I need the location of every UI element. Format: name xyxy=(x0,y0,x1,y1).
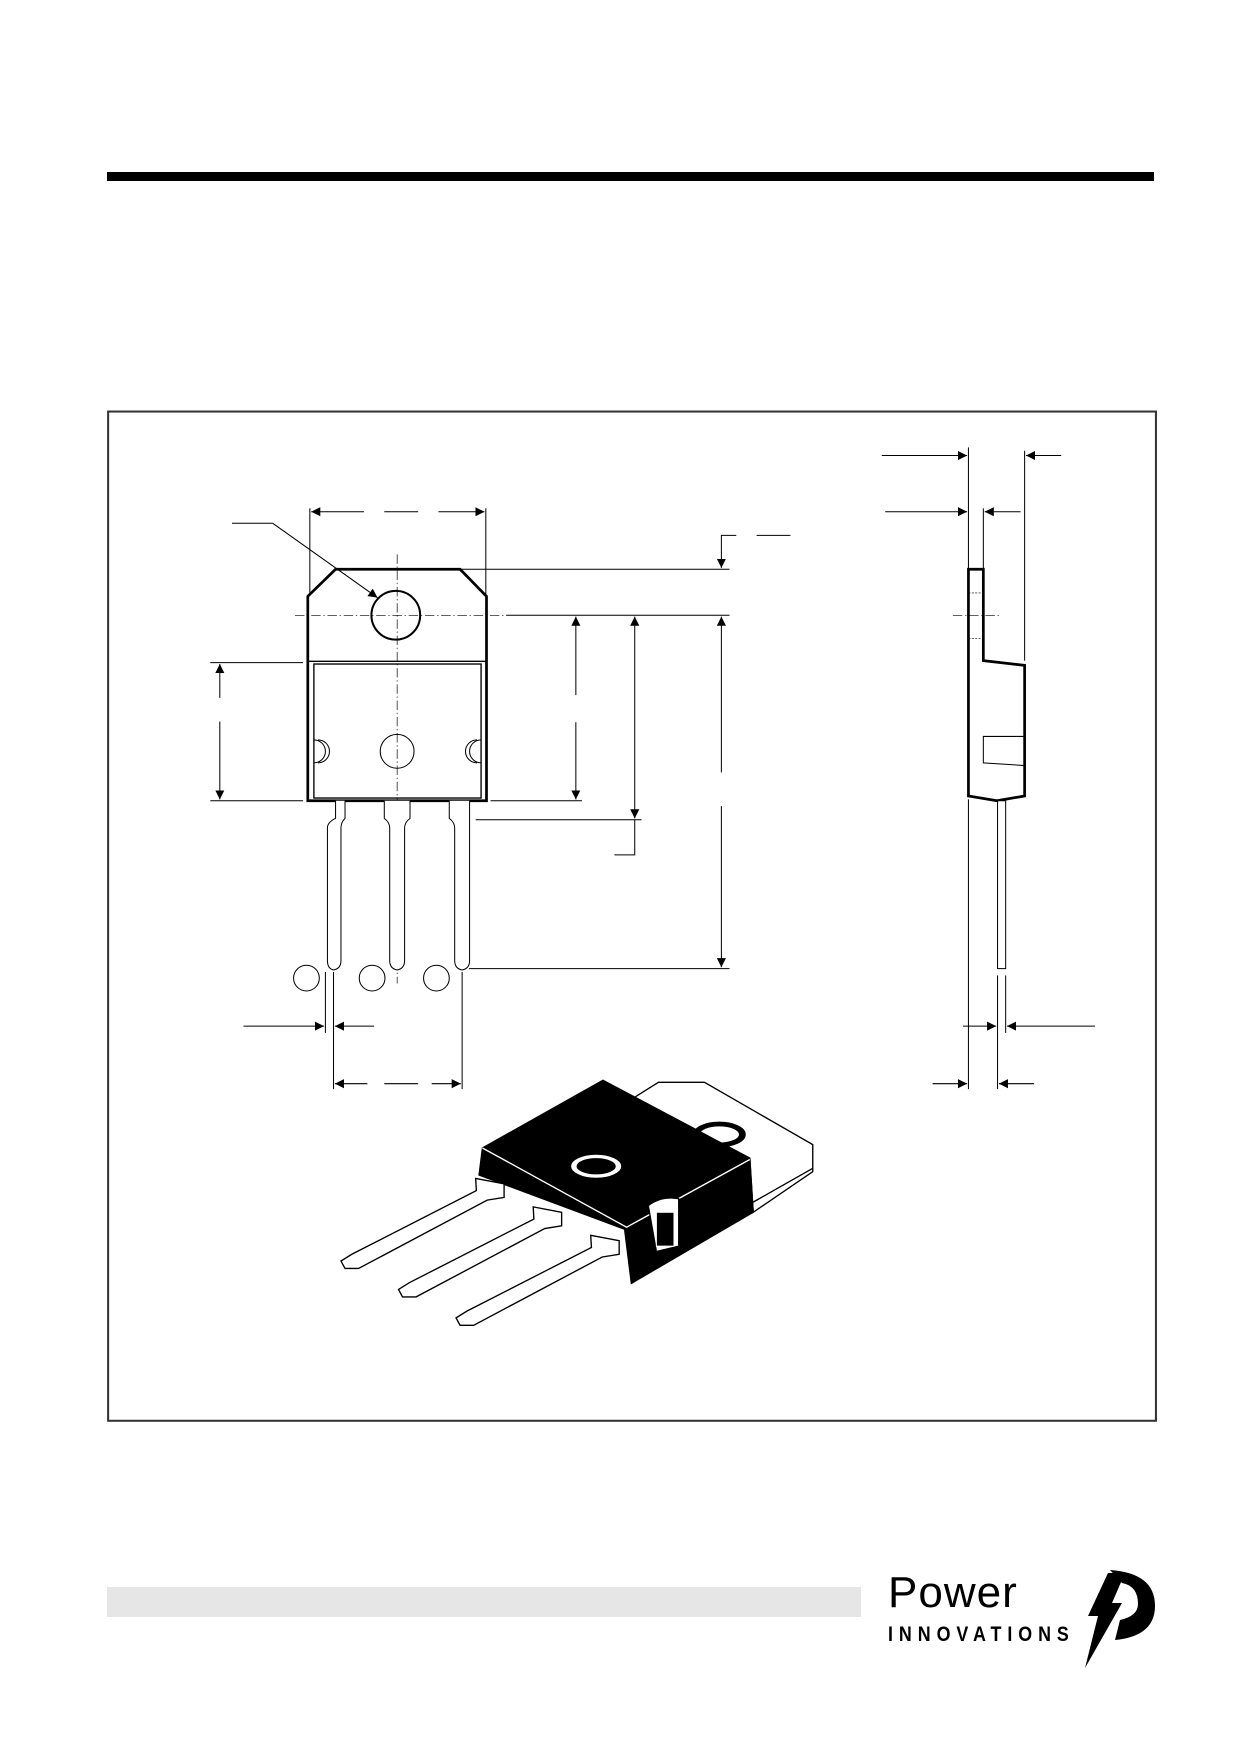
isometric-view xyxy=(340,1079,814,1327)
side-view xyxy=(881,447,1096,1090)
mounting-hole xyxy=(370,589,422,641)
leads xyxy=(326,800,471,971)
lightning-p-logo-icon xyxy=(1085,1570,1155,1668)
front-view xyxy=(293,554,507,992)
footer-bar xyxy=(107,1587,861,1617)
logo-text-power: Power xyxy=(888,1568,1018,1617)
header-rule xyxy=(107,172,1154,181)
package-mechanical-drawing xyxy=(107,410,1157,1422)
dimension-lines xyxy=(210,507,791,1090)
drawing-frame xyxy=(107,410,1157,1422)
logo-text-innovations: INNOVATIONS xyxy=(888,1623,1075,1646)
power-innovations-logo: Power INNOVATIONS xyxy=(880,1568,1160,1668)
